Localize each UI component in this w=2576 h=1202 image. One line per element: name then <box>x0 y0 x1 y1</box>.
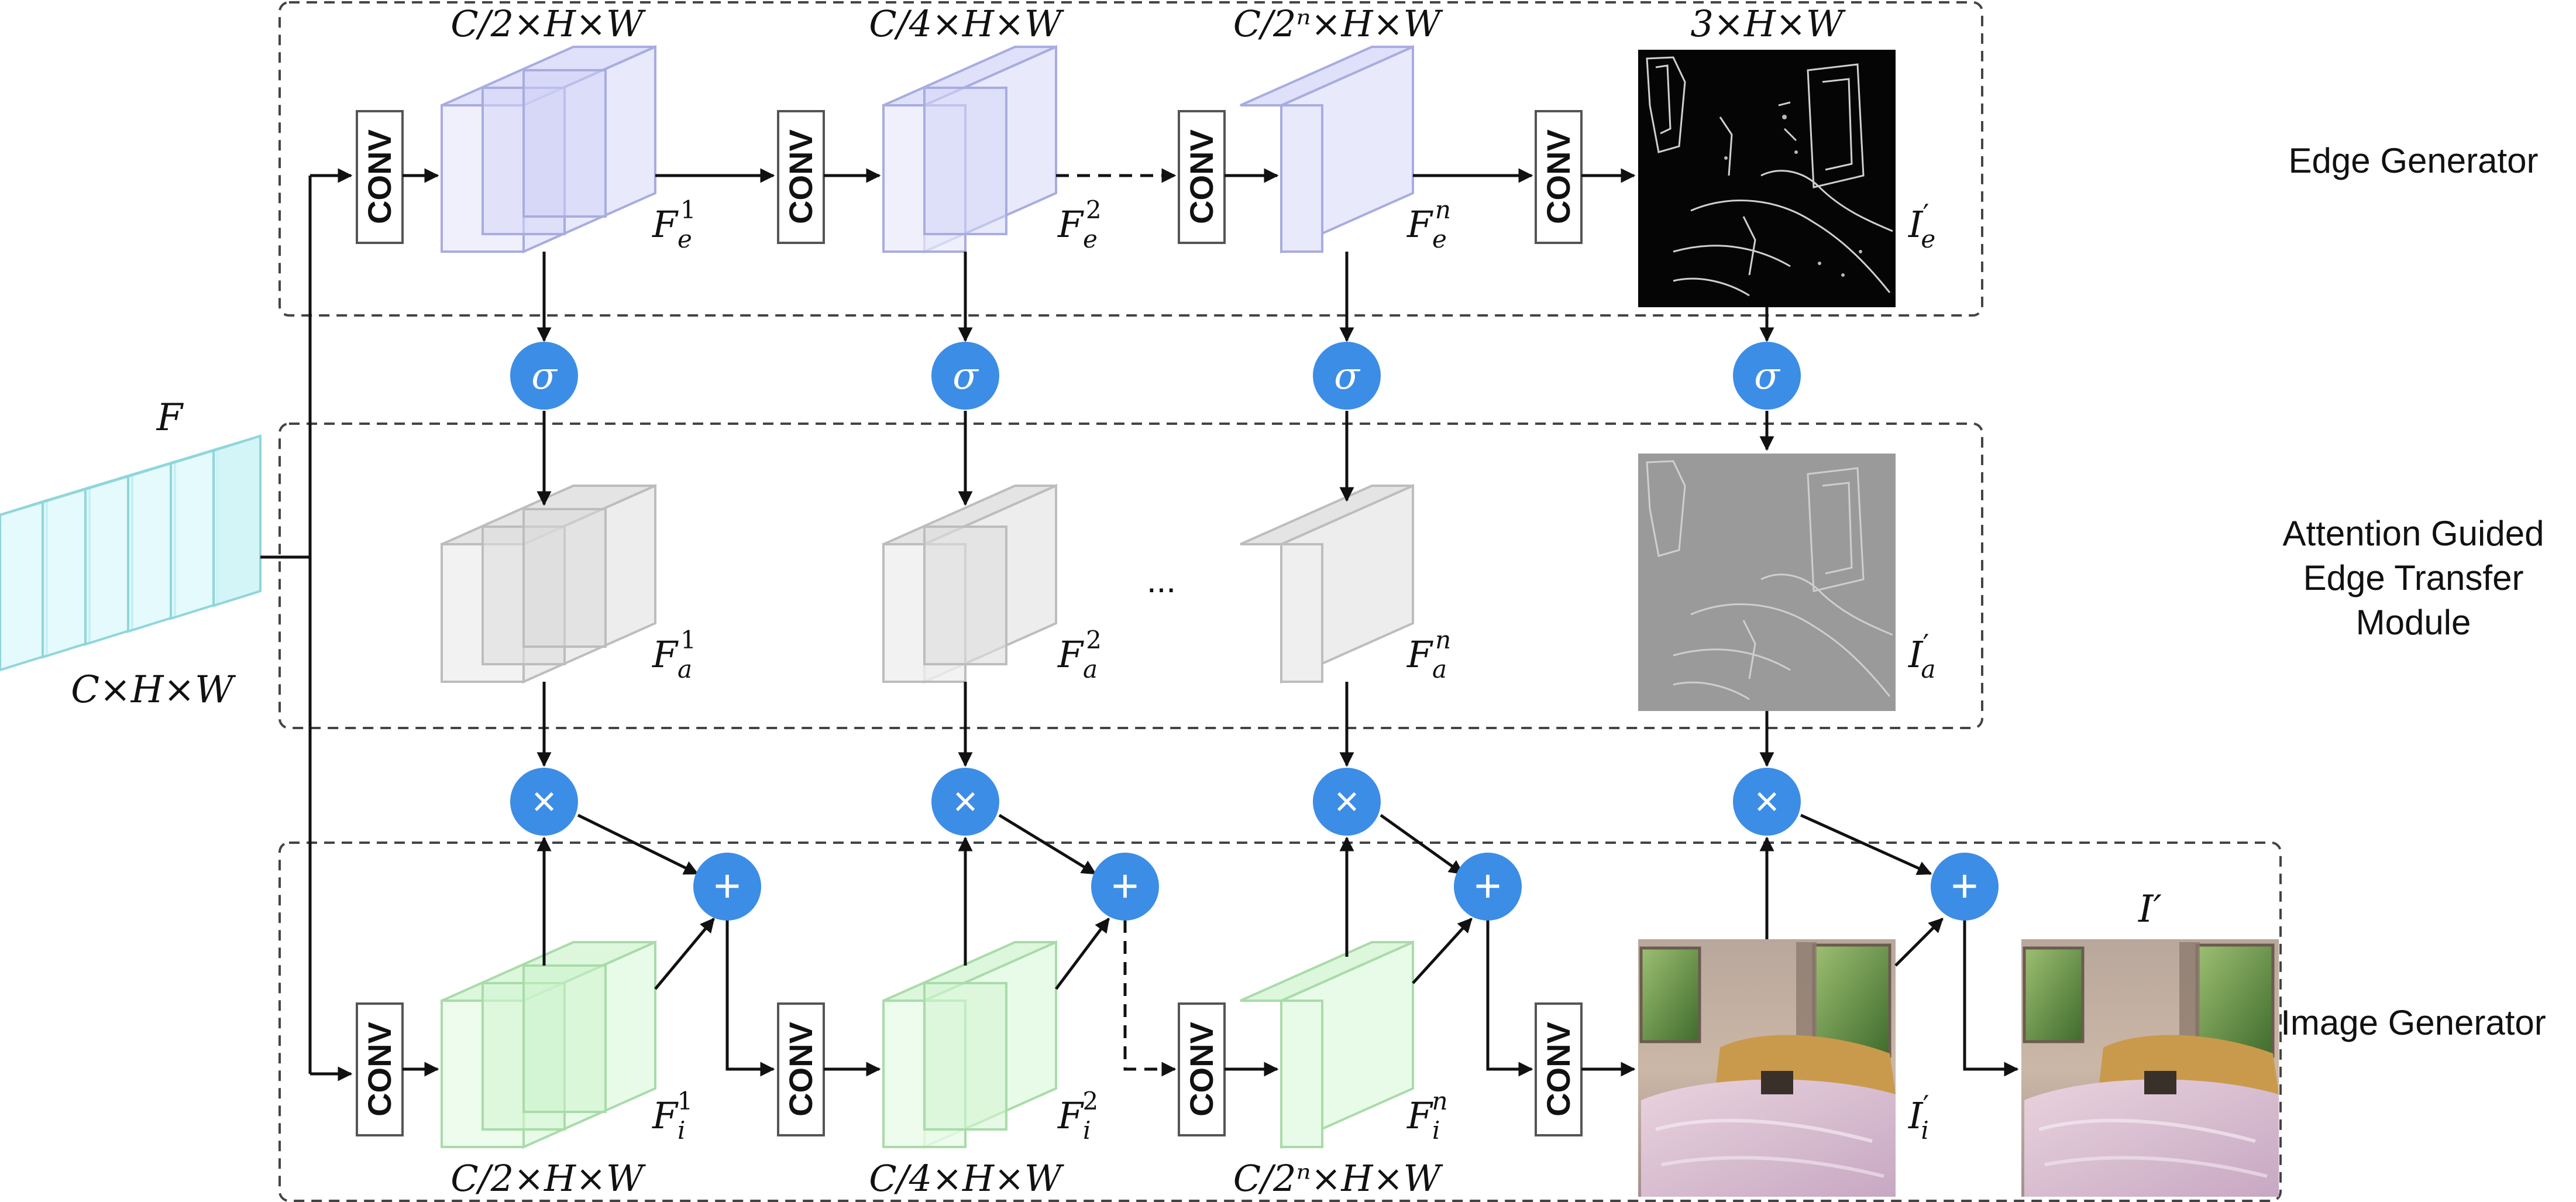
module-frames <box>278 1 2282 1202</box>
edge-dims-n: C/2ⁿ×H×W <box>1233 2 1443 45</box>
add-ops: + + + + <box>693 853 1999 921</box>
edge-generator-frame <box>278 1 1983 317</box>
attention-block-n <box>1240 483 1414 684</box>
feature-label-edge-1: Fe1 <box>652 195 696 253</box>
image-generator-title: Image Generator <box>2281 1003 2546 1042</box>
sigmoid-op-2 <box>931 342 999 410</box>
image-block-2 <box>882 940 1057 1149</box>
attention-map-image <box>1638 454 1896 711</box>
multiply-op-out <box>1733 768 1801 836</box>
feature-labels: Fe1 Fe2 Fen I′e Fa1 Fa2 Fan I′a Fi1 Fi2 … <box>652 195 2162 1145</box>
image-output-label: I′i <box>1908 1090 1929 1145</box>
final-output-photo <box>2021 939 2279 1197</box>
sigmoid-symbol: σ <box>1754 355 1781 398</box>
attention-output-label: I′a <box>1908 629 1935 684</box>
conv-label: CONV <box>1540 1022 1577 1117</box>
sigmoid-op-n <box>1313 342 1381 410</box>
connectors <box>403 168 2019 1077</box>
edge-output-label: I′e <box>1908 198 1935 253</box>
multiply-symbol: × <box>1335 778 1359 825</box>
image-block-1 <box>441 940 656 1149</box>
add-op-n <box>1454 853 1522 921</box>
add-op-2 <box>1091 853 1159 921</box>
sigmoid-symbol: σ <box>531 355 558 398</box>
conv-label: CONV <box>782 129 819 224</box>
attention-block-2 <box>882 483 1057 684</box>
conv-boxes <box>356 110 1583 1136</box>
conv-labels: CONV CONV CONV CONV CONV CONV CONV CONV <box>361 129 1577 1117</box>
add-symbol: + <box>1474 860 1502 912</box>
edge-block-n <box>1240 44 1414 254</box>
multiply-symbol: × <box>532 778 556 825</box>
image-conv-3 <box>1178 1002 1226 1136</box>
add-symbol: + <box>714 860 741 912</box>
input-feature-dims: C×H×W <box>71 668 236 712</box>
sigmoid-symbol: σ <box>952 355 979 398</box>
attention-module-title-line1: Attention Guided <box>2283 514 2544 553</box>
edge-dims-1: C/2×H×W <box>450 2 646 45</box>
feature-label-attention-1: Fa1 <box>652 626 696 684</box>
input-feature-block <box>0 434 262 672</box>
conv-label: CONV <box>361 1022 398 1117</box>
image-dims-n: C/2ⁿ×H×W <box>1233 1157 1443 1200</box>
conv-label: CONV <box>1183 1022 1220 1117</box>
edge-block-1 <box>441 44 656 254</box>
intermediate-image-photo <box>1638 939 1896 1197</box>
image-dims-1: C/2×H×W <box>450 1157 646 1200</box>
edge-conv-2 <box>777 110 825 244</box>
final-output-label: I′ <box>2138 888 2162 931</box>
multiply-op-1 <box>510 768 578 836</box>
conv-label: CONV <box>1540 129 1577 224</box>
image-block-n <box>1240 940 1414 1149</box>
add-symbol: + <box>1112 860 1139 912</box>
multiply-symbol: × <box>953 778 978 825</box>
add-op-1 <box>693 853 761 921</box>
attention-ellipsis: ... <box>1147 561 1176 600</box>
edge-generator-title: Edge Generator <box>2289 141 2539 180</box>
edge-map-image <box>1638 50 1896 307</box>
conv-label: CONV <box>1183 129 1220 224</box>
multiply-op-n <box>1313 768 1381 836</box>
image-dims-2: C/4×H×W <box>869 1157 1064 1200</box>
feature-label-attention-2: Fa2 <box>1057 626 1102 684</box>
feature-label-edge-n: Fen <box>1406 195 1451 253</box>
image-generator-frame <box>278 842 2282 1202</box>
feature-label-image-2: Fi2 <box>1057 1087 1098 1145</box>
add-symbol: + <box>1951 860 1979 912</box>
input-feature-name: F <box>156 396 184 439</box>
edge-conv-3 <box>1178 110 1226 244</box>
edge-block-2 <box>882 44 1057 254</box>
edge-dims-out: 3×H×W <box>1690 2 1845 45</box>
conv-label: CONV <box>361 129 398 224</box>
multiply-ops: × × × × <box>510 768 1801 836</box>
sigmoid-op-out <box>1733 342 1801 410</box>
feature-label-edge-2: Fe2 <box>1057 195 1102 253</box>
sigmoid-op-1 <box>510 342 578 410</box>
edge-dims-2: C/4×H×W <box>869 2 1064 45</box>
attention-module-title-line2: Edge Transfer <box>2303 558 2524 597</box>
input-trunk <box>260 168 353 1081</box>
image-conv-2 <box>777 1002 825 1136</box>
multiply-symbol: × <box>1755 778 1779 825</box>
feature-label-image-1: Fi1 <box>652 1087 693 1145</box>
feature-label-attention-n: Fan <box>1406 626 1451 684</box>
conv-label: CONV <box>782 1022 819 1117</box>
sigmoid-symbol: σ <box>1334 355 1361 398</box>
add-op-out <box>1931 853 1999 921</box>
attention-block-1 <box>441 483 656 684</box>
feature-label-image-n: Fin <box>1406 1087 1448 1145</box>
multiply-op-2 <box>931 768 999 836</box>
sigmoid-ops: σ σ σ σ <box>510 342 1801 410</box>
image-conv-4 <box>1535 1002 1583 1136</box>
image-conv-1 <box>356 1002 404 1136</box>
attention-module-title-line3: Module <box>2356 603 2471 642</box>
